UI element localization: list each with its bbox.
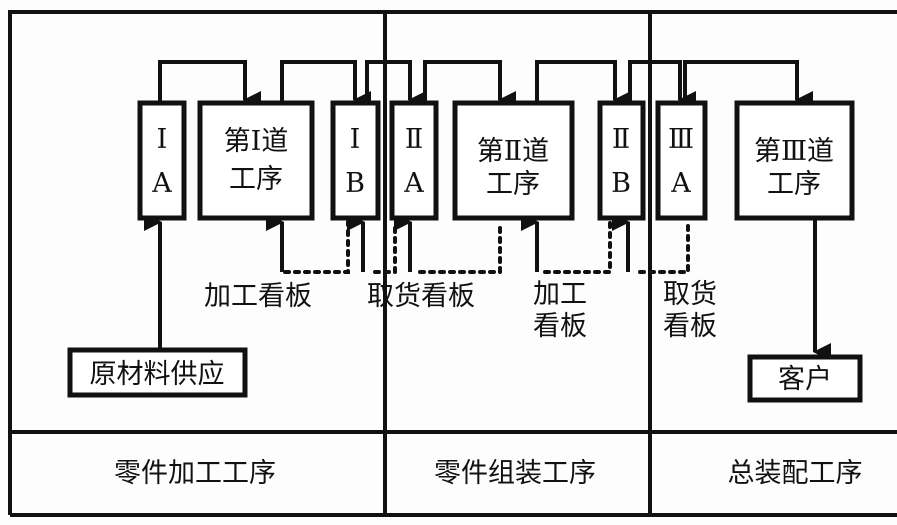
box-label: Ⅰ: [350, 124, 361, 155]
process-2: 第Ⅱ道 工序: [452, 100, 575, 221]
withdrawal-kanban-label-2b: 看板: [663, 311, 717, 342]
box-label: 客户: [778, 364, 832, 395]
box-label: A: [403, 168, 424, 199]
customer: 客户: [747, 354, 863, 403]
box-label: Ⅱ: [405, 124, 423, 155]
box-label: 工序: [229, 164, 283, 195]
frame: [8, 10, 897, 517]
box-label: 工序: [767, 169, 821, 200]
box-label: 原材料供应: [90, 359, 225, 390]
kanban-post-iib: Ⅱ B: [597, 100, 646, 221]
box-label: A: [670, 168, 691, 199]
kanban-post-iia: Ⅱ A: [389, 100, 439, 221]
box-label: 第Ⅰ道: [224, 126, 289, 157]
box-label: 第Ⅱ道: [477, 136, 549, 167]
kanban-post-ib: Ⅰ B: [330, 100, 381, 221]
kanban-paths: [144, 213, 831, 361]
process-1: 第Ⅰ道 工序: [197, 100, 315, 221]
process-3: 第Ⅲ道 工序: [734, 100, 855, 221]
withdrawal-kanban-label-2a: 取货: [663, 279, 717, 310]
kanban-post-ia: Ⅰ A: [137, 100, 187, 221]
withdrawal-kanban-label-1: 取货看板: [367, 281, 475, 312]
production-kanban-label-2a: 加工: [533, 279, 587, 310]
box-label: Ⅲ: [668, 124, 694, 155]
box-label: 第Ⅲ道: [754, 136, 834, 167]
box-label: B: [611, 168, 631, 199]
raw-material-supply: 原材料供应: [67, 347, 248, 398]
top-connectors: [158, 60, 813, 109]
section-parts-processing: 零件加工工序: [114, 458, 276, 489]
section-parts-assembly: 零件组装工序: [434, 458, 596, 489]
box-label: A: [151, 168, 172, 199]
box-label: Ⅱ: [612, 124, 630, 155]
box-label: B: [345, 168, 365, 199]
production-kanban-label-1: 加工看板: [204, 281, 312, 312]
production-kanban-label-2b: 看板: [533, 311, 587, 342]
box-label: Ⅰ: [157, 124, 168, 155]
kanban-post-iiia: Ⅲ A: [655, 100, 708, 221]
section-final-assembly: 总装配工序: [728, 458, 863, 489]
box-label: 工序: [486, 169, 540, 200]
